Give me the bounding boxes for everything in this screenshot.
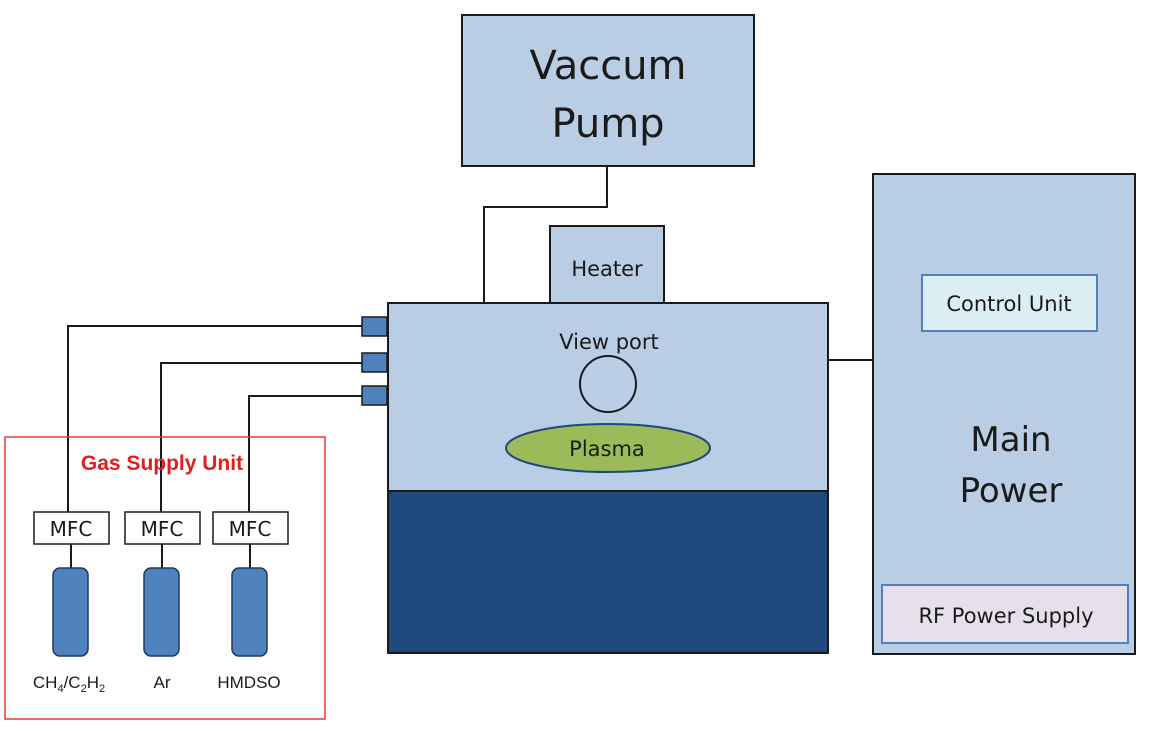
chamber: View port Plasma	[387, 302, 829, 654]
plasma-ellipse	[505, 423, 711, 473]
view-port-label: View port	[559, 330, 659, 354]
ch4-sub-4: 4	[57, 683, 63, 695]
main-power-box	[872, 173, 1136, 655]
main-power-label-1: Main	[970, 420, 1051, 460]
plasma-label: Plasma	[569, 437, 645, 461]
c2h2-sub-2a: 2	[81, 683, 87, 695]
chamber-base	[387, 490, 829, 654]
rf-power-supply-label: RF Power Supply	[918, 604, 1093, 628]
gas-line-ar	[160, 362, 362, 512]
mfc-label-3: MFC	[229, 517, 272, 541]
main-power-label-2: Power	[960, 471, 1063, 511]
connection-lines	[67, 166, 873, 568]
gas-port-2	[361, 352, 388, 373]
mfc-label-2: MFC	[141, 517, 184, 541]
gas-supply-unit: Gas Supply Unit MFC MFC MFC CH4/C2H2 Ar …	[4, 436, 326, 720]
gas-label-ar: Ar	[154, 673, 171, 692]
mfc-label-1: MFC	[50, 517, 93, 541]
gas-cylinder-ch4	[52, 567, 89, 657]
control-unit-box	[921, 274, 1098, 332]
gas-port-3	[361, 385, 388, 406]
gas-cylinder-ar	[143, 567, 180, 657]
gas-supply-unit-border	[4, 436, 326, 720]
ch4-slash-c: /C	[64, 673, 81, 692]
vacuum-pump-box	[461, 14, 755, 167]
vacuum-pump-label-1: Vaccum	[529, 43, 686, 89]
vacuum-pump: Vaccum Pump	[461, 14, 755, 167]
view-port-circle	[579, 355, 637, 413]
heater: Heater	[549, 225, 665, 305]
gas-port-1	[361, 316, 388, 337]
vacuum-line	[483, 166, 608, 303]
control-unit-label: Control Unit	[946, 292, 1071, 316]
gas-line-hmdso	[248, 395, 362, 512]
mfc-box-1	[33, 511, 110, 545]
gas-label-hmdso: HMDSO	[217, 673, 280, 692]
gas-supply-unit-label: Gas Supply Unit	[81, 452, 243, 475]
gas-cylinder-hmdso	[231, 567, 268, 657]
mfc-box-2	[124, 511, 201, 545]
vacuum-pump-label-2: Pump	[551, 101, 664, 147]
rf-power-supply-box	[881, 584, 1129, 644]
ch4-c: CH	[33, 673, 58, 692]
gas-line-ch4	[67, 325, 362, 512]
gas-ports	[361, 316, 388, 406]
gas-label-ch4: CH4/C2H2	[33, 673, 105, 695]
main-power: Control Unit Main Power RF Power Supply	[872, 173, 1136, 655]
c2h2-sub-2b: 2	[99, 683, 105, 695]
heater-label: Heater	[571, 257, 643, 281]
mfc-box-3	[212, 511, 289, 545]
c2h2-h: H	[87, 673, 99, 692]
